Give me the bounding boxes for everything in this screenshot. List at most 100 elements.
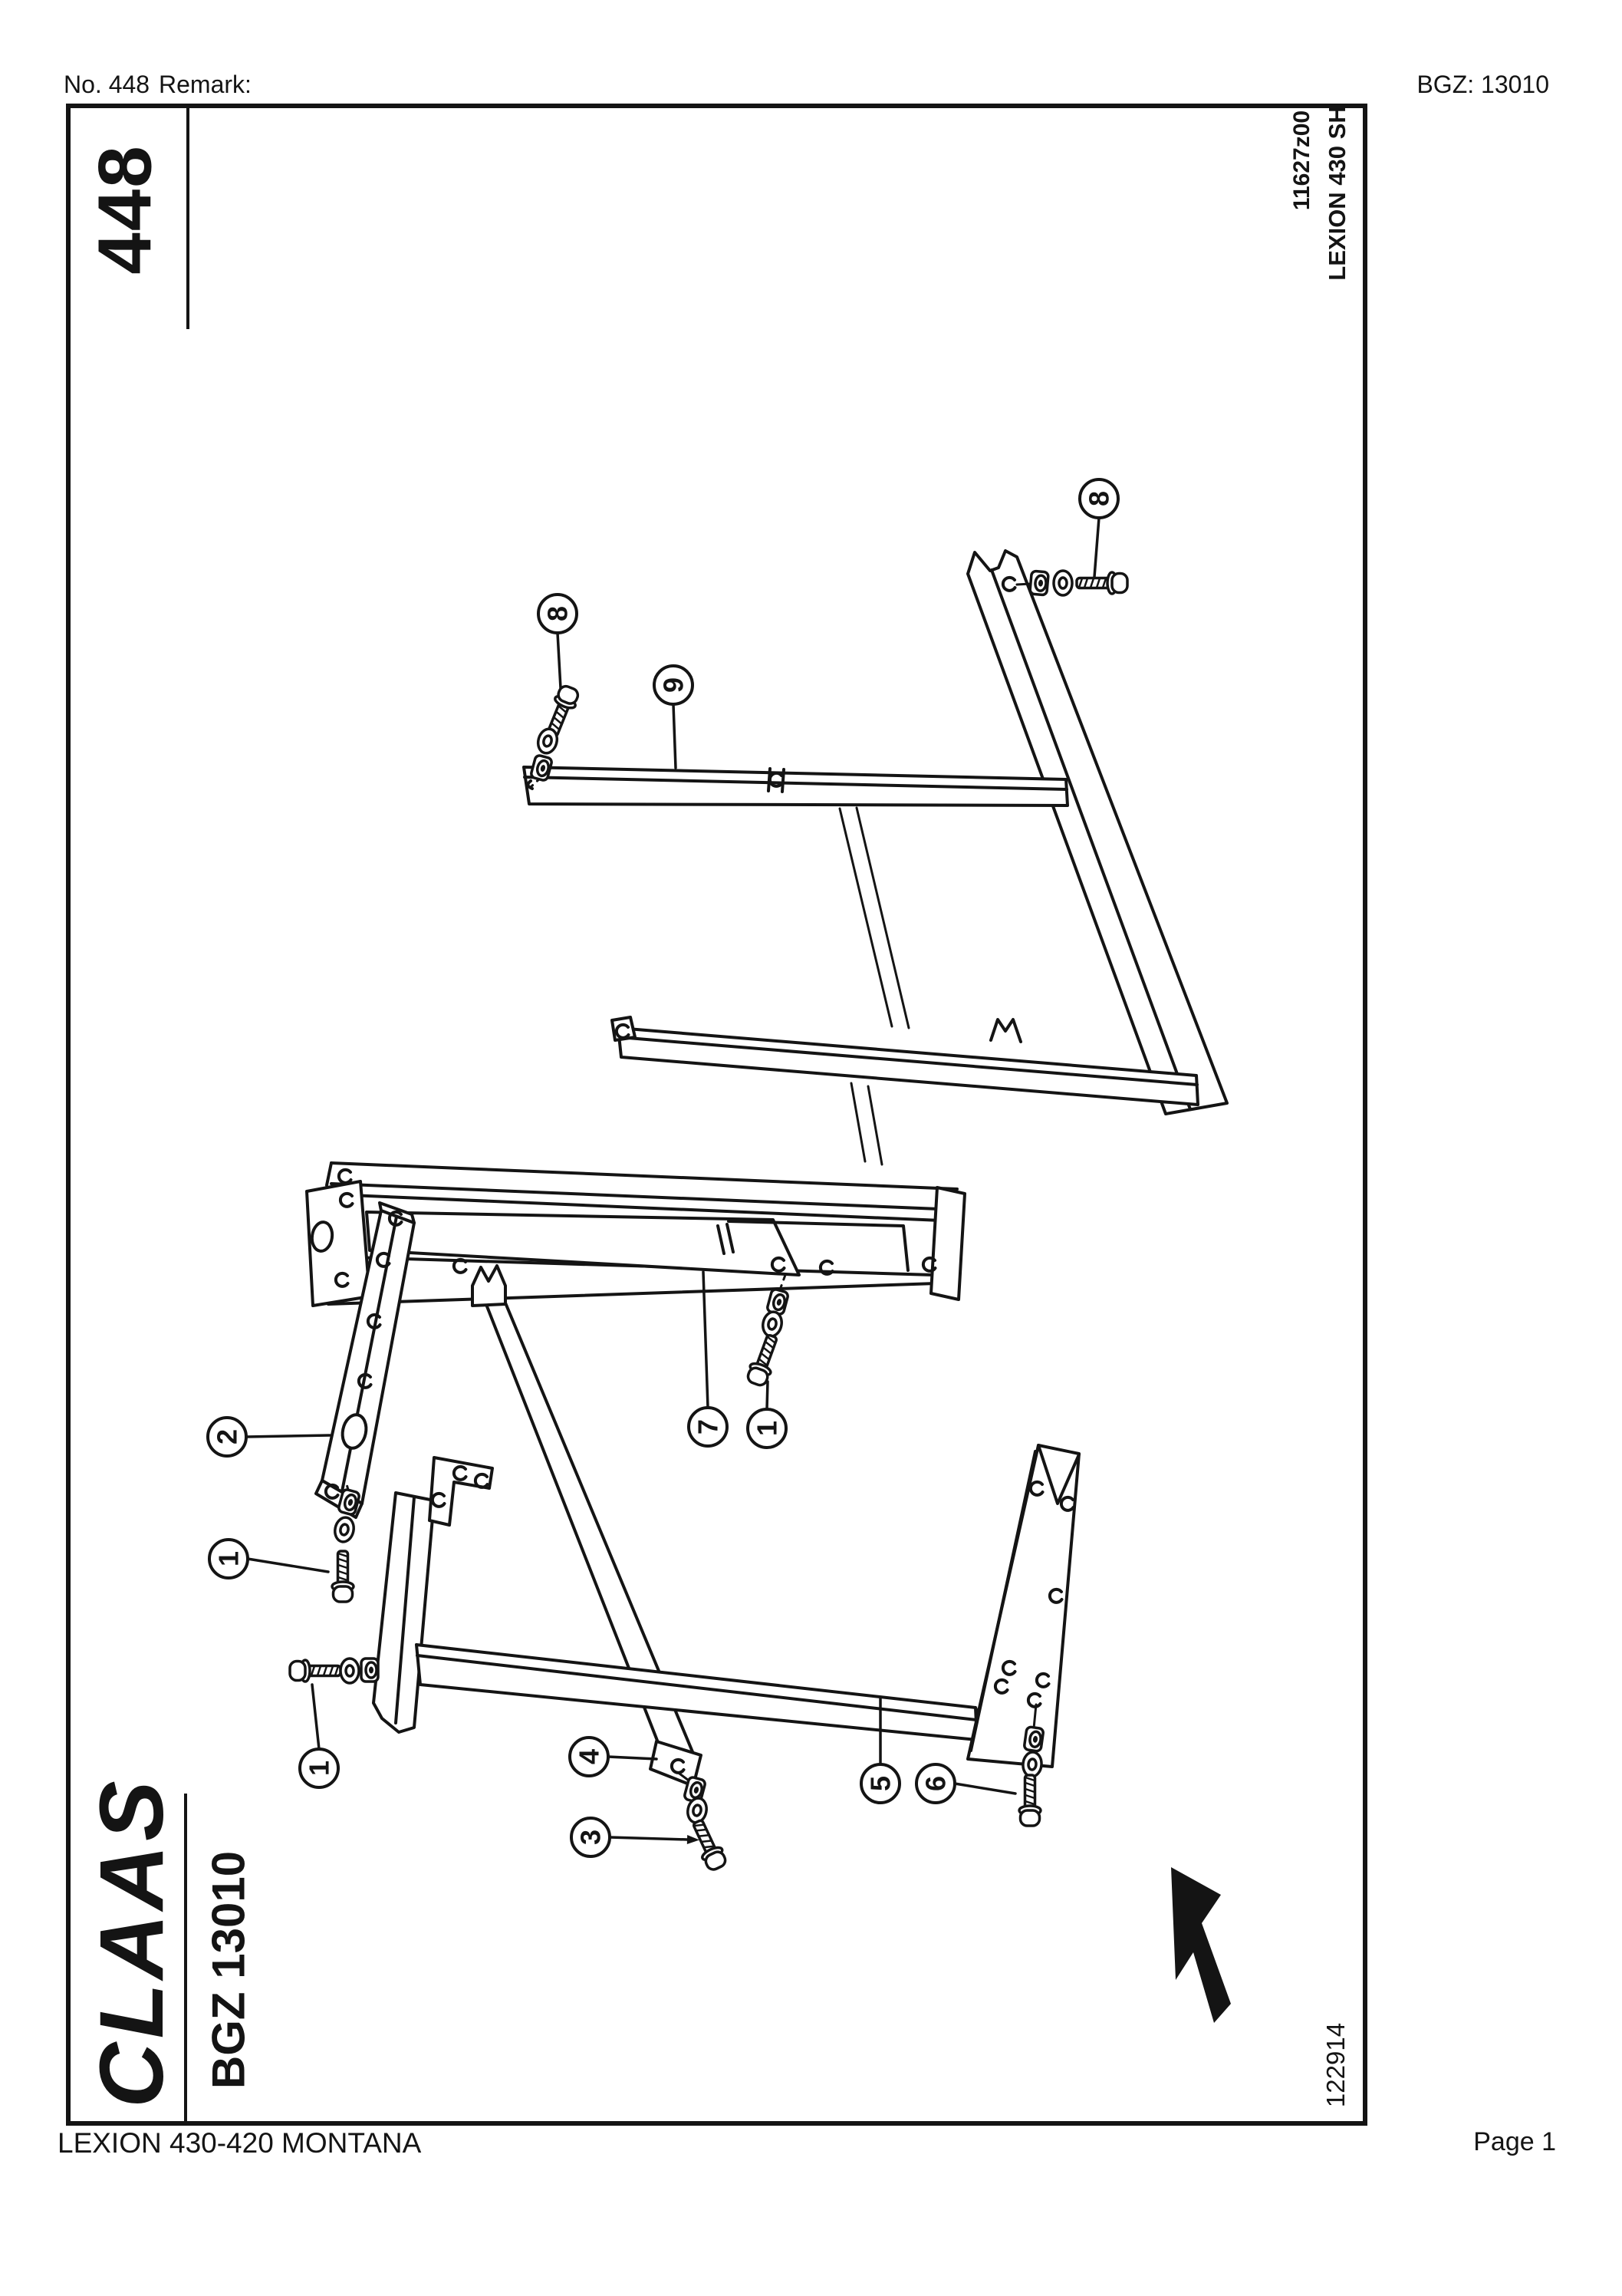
callout-leader <box>556 631 562 690</box>
hole-icon <box>921 1256 937 1273</box>
hole-icon <box>452 1464 468 1481</box>
hole-icon <box>430 1491 446 1508</box>
callout-circle <box>653 664 694 706</box>
hole-icon <box>452 1257 468 1274</box>
logo-divider <box>184 1794 187 2122</box>
nut-icon <box>1022 1724 1045 1754</box>
connector-line <box>850 1082 867 1163</box>
bolt-icon <box>743 1331 785 1389</box>
nut-icon <box>765 1286 791 1317</box>
callout-4: 4 <box>568 1736 658 1777</box>
callout-leader <box>1093 516 1101 578</box>
callout-leader <box>608 1836 689 1841</box>
callout-7: 7 <box>687 1270 729 1448</box>
callout-number: 1 <box>304 1761 335 1776</box>
part-beam-right-plate <box>929 1186 966 1301</box>
callout-5: 5 <box>860 1697 901 1804</box>
connector-line <box>867 1085 883 1166</box>
washer-icon <box>339 1657 360 1685</box>
callout-number: 9 <box>658 677 689 693</box>
hole-icon <box>375 1251 391 1268</box>
callout-number: 1 <box>213 1551 245 1566</box>
callout-number: 8 <box>1084 491 1115 506</box>
washer-icon <box>759 1309 785 1339</box>
bolt-icon <box>1018 1774 1042 1827</box>
connector-line <box>1015 582 1032 586</box>
hole-icon <box>324 1483 340 1500</box>
callout-circle <box>537 593 578 634</box>
hole-icon <box>338 1191 354 1208</box>
callout-number: 4 <box>574 1749 605 1764</box>
bgz-header-label: BGZ: 13010 <box>1416 71 1549 98</box>
callout-circle <box>687 1406 729 1448</box>
nut-icon <box>1028 569 1051 597</box>
part-top-bar <box>522 766 1069 807</box>
part-middle-bar <box>610 1016 1199 1106</box>
callout-8: 8 <box>1078 478 1120 578</box>
connector-lines <box>344 582 1038 1784</box>
bolt-icon <box>288 1659 342 1683</box>
callout-number: 3 <box>575 1830 607 1845</box>
hole-icon <box>818 1259 834 1276</box>
hole-icon <box>357 1372 373 1389</box>
footer-model-line: LEXION 430-420 MONTANA <box>58 2127 422 2159</box>
oval-hole-icon <box>310 1220 334 1253</box>
hole-icon <box>670 1757 686 1774</box>
callout-leader <box>702 1270 709 1409</box>
callout-leader <box>245 1434 331 1438</box>
bolt-icon <box>686 1816 730 1874</box>
hole-icon <box>1035 1672 1051 1688</box>
part-right-plate <box>966 1444 1081 1768</box>
callout-leader <box>607 1755 658 1761</box>
remark-label: Remark: <box>159 71 252 98</box>
callout-circle <box>206 1416 248 1458</box>
callout-leader <box>311 1683 321 1751</box>
callout-circle <box>860 1763 901 1804</box>
hole-icon <box>768 771 784 788</box>
callout-balloons: 8 9 8 2 1 7 1 1 4 3 5 6 <box>206 478 1120 1858</box>
nut-icon <box>360 1657 380 1683</box>
hole-icon <box>366 1313 382 1329</box>
hole-icon <box>334 1271 350 1288</box>
callout-leader <box>246 1557 330 1573</box>
bolt-icon <box>1075 571 1129 595</box>
callout-circle <box>208 1538 249 1580</box>
callout-number: 1 <box>752 1421 783 1436</box>
hole-icon <box>614 1023 630 1039</box>
hole-marks <box>310 575 1075 1774</box>
part-bottom-bar <box>415 1643 982 1741</box>
hole-icon <box>387 1210 403 1227</box>
connector-line <box>778 1273 787 1293</box>
callout-1: 1 <box>298 1683 340 1789</box>
oval-hole-icon <box>341 1413 368 1450</box>
footer-page-label: Page 1 <box>1473 2127 1556 2156</box>
hole-icon <box>993 1678 1009 1695</box>
hole-icon <box>1059 1495 1075 1512</box>
callout-3: 3 <box>570 1817 699 1858</box>
washer-icon <box>331 1514 357 1545</box>
callout-number: 7 <box>693 1419 724 1435</box>
connector-line <box>855 806 910 1029</box>
callout-leader <box>765 1380 769 1411</box>
callout-circle <box>570 1817 611 1858</box>
callout-number: 2 <box>212 1429 243 1444</box>
hole-icon <box>1028 1480 1045 1497</box>
part-right-channel <box>966 549 1229 1115</box>
callout-circle <box>915 1763 956 1804</box>
callout-1: 1 <box>208 1538 330 1580</box>
hole-icon <box>770 1256 786 1273</box>
callout-6: 6 <box>915 1763 1017 1804</box>
callout-circle <box>568 1736 610 1777</box>
callout-number: 8 <box>542 606 574 621</box>
sheet-number-divider <box>186 107 189 329</box>
callout-number: 5 <box>865 1776 897 1791</box>
callout-1: 1 <box>746 1380 788 1449</box>
callout-9: 9 <box>653 664 694 769</box>
hole-icon <box>473 1472 489 1489</box>
hole-icon <box>1001 575 1017 592</box>
callout-number: 6 <box>920 1776 952 1791</box>
hole-icon <box>1001 1659 1017 1676</box>
washer-icon <box>1052 569 1074 597</box>
